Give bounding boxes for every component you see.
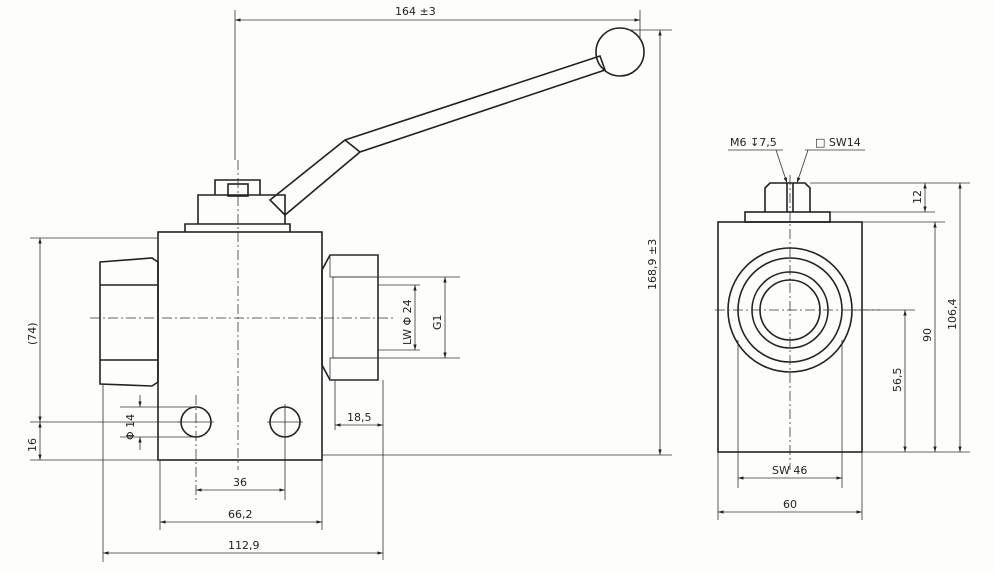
dim-stem-thread: M6 ↧7,5 [730, 136, 777, 149]
dim-mount-hole-height: 16 [26, 438, 39, 452]
port-hatch-bottom [329, 357, 379, 381]
side-view [715, 175, 880, 470]
port-bore [332, 276, 379, 359]
dim-hex-size: SW 46 [772, 464, 807, 477]
dim-thread: G1 [431, 314, 444, 330]
stem-nut [764, 182, 811, 212]
dim-side-height: 106,4 [946, 299, 959, 331]
dim-port-center-height: (74) [26, 322, 39, 345]
left-hex-nut [99, 257, 159, 387]
dim-total-length: 112,9 [228, 539, 260, 552]
dim-overall-height: 168,9 ±3 [646, 239, 659, 290]
side-dimensions: M6 ↧7,5 □ SW14 12 106,4 90 56,5 SW 46 60 [717, 136, 970, 520]
dim-body-length: 66,2 [228, 508, 253, 521]
dim-hole-spacing: 36 [233, 476, 247, 489]
dim-bore: LW Φ 24 [401, 299, 414, 345]
dim-side-center-height: 56,5 [891, 368, 904, 393]
dim-mount-hole-dia: Φ 14 [124, 414, 137, 440]
dim-body-height: 90 [921, 328, 934, 342]
dim-stem-square: □ SW14 [815, 136, 861, 149]
stem-plate [184, 179, 291, 232]
dim-stem-height: 12 [911, 190, 924, 204]
port-hatch-top [329, 254, 379, 278]
dim-overall-length: 164 ±3 [395, 5, 436, 18]
handle-ball [595, 27, 645, 77]
handle [268, 54, 607, 217]
dim-body-width: 60 [783, 498, 797, 511]
dim-thread-depth: 18,5 [347, 411, 372, 424]
valve-body [157, 231, 323, 461]
front-dimensions: 164 ±3 168,9 ±3 (74) 16 Φ 14 G1 LW Φ 24 … [26, 5, 672, 562]
front-view [90, 27, 645, 500]
